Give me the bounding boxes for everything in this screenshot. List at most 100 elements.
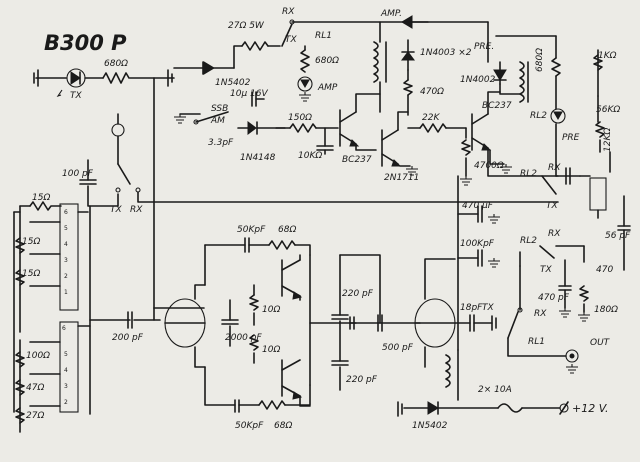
label-27-5w: 27Ω 5W — [228, 21, 265, 31]
svg-text:3: 3 — [64, 257, 68, 264]
label-rl2-mid: RL2 — [530, 111, 547, 121]
pi-coil-left — [164, 284, 206, 368]
label-bc237-b: BC237 — [482, 101, 512, 111]
cap-200pf: 200 pF — [89, 307, 161, 343]
label-1k: 1KΩ — [598, 51, 617, 61]
label-200: 200 pF — [112, 333, 144, 343]
transistor-bc237-b: BC237 4700Ω — [459, 91, 513, 186]
label-am: AM — [210, 116, 225, 126]
svg-text:4: 4 — [64, 367, 68, 374]
label-680-pre: 680Ω — [535, 48, 545, 72]
label-50k-bot: 50KpF — [235, 421, 264, 431]
ssb-am-section: 10μ 16V SSB AM 3.3pF 1N4148 150Ω 10KΩ — [173, 89, 339, 163]
label-680-amp: 680Ω — [315, 56, 339, 66]
label-150: 150Ω — [288, 113, 312, 123]
label-tx-a: TX — [546, 201, 558, 211]
label-rx-a: RX — [548, 163, 561, 173]
svg-text:5: 5 — [64, 225, 68, 232]
label-4700: 4700Ω — [474, 161, 504, 171]
label-out: OUT — [590, 338, 611, 348]
label-68-bot: 68Ω — [274, 421, 292, 431]
label-12k: 12KΩ — [603, 128, 613, 152]
svg-text:6: 6 — [62, 325, 66, 332]
schematic-title: B300 P — [44, 31, 127, 55]
label-22k: 22K — [422, 113, 440, 123]
diode-1n5402-top: 1N5402 — [167, 61, 251, 88]
svg-text:1: 1 — [64, 289, 68, 296]
label-3p3: 3.3pF — [208, 138, 234, 148]
wire-rl2-feed — [487, 149, 559, 177]
label-pre: PRE. — [474, 42, 494, 52]
label-rl1-top: RL1 — [315, 31, 332, 41]
label-470b: 470 — [596, 265, 613, 275]
resistor-27-5w: 27Ω 5W TX — [228, 21, 297, 69]
power-input: 1N5402 2× 10A +12 V. — [397, 385, 608, 431]
label-1n5402-bot: 1N5402 — [412, 421, 448, 431]
label-10b: 10Ω — [262, 345, 280, 355]
input-resistor-ladder: 15Ω 15Ω 15Ω 100Ω 47Ω 27Ω — [13, 193, 62, 433]
label-rx-b: RX — [548, 229, 561, 239]
label-amp: AMP. — [380, 9, 402, 19]
svg-text:5: 5 — [64, 351, 68, 358]
label-100: 100Ω — [26, 351, 50, 361]
input-cap-100pf: 100 pF — [62, 159, 119, 207]
amp-relay-section: AMP. 1N4003 ×2 470Ω — [373, 9, 472, 116]
label-fuse: 2× 10A — [478, 385, 512, 395]
svg-text:2: 2 — [64, 399, 68, 406]
label-amp-led: AMP — [317, 83, 338, 93]
label-1n4148: 1N4148 — [240, 153, 276, 163]
label-470p: 470 pF — [538, 293, 570, 303]
output-stage: 50KpF 68Ω 10Ω 10Ω 2000 pF 50KpF 68Ω — [204, 225, 421, 431]
label-2000: 2000 pF — [225, 333, 262, 343]
label-rx-bottom: RX — [534, 309, 547, 319]
label-100kp: 100KpF — [460, 239, 495, 249]
label-r-led-tx: 680Ω — [104, 59, 128, 69]
label-rx-top: RX — [282, 7, 295, 17]
svg-text:3: 3 — [64, 383, 68, 390]
label-220a: 220 pF — [342, 289, 374, 299]
pre-relay-section: PRE. 1N4002 RL2 680Ω PRE 1KΩ 56KΩ 12KΩ — [460, 21, 620, 153]
label-ssb: SSB — [211, 104, 228, 114]
transistor-2n1711: 2N1711 — [381, 111, 419, 183]
label-1n4002: 1N4002 — [460, 75, 496, 85]
label-10k: 10KΩ — [298, 151, 322, 161]
label-18p: 18pF — [460, 303, 483, 313]
label-220b: 220 pF — [346, 375, 378, 385]
label-1n4003: 1N4003 ×2 — [420, 48, 472, 58]
rotary-switch-a: 6 5 4 3 2 1 — [29, 203, 89, 311]
label-100p-top: 100 pF — [62, 169, 94, 179]
label-56k: 56KΩ — [596, 105, 620, 115]
label-470: 470Ω — [420, 87, 444, 97]
label-bc237-a: BC237 — [342, 155, 372, 165]
label-56p: 56 pF — [605, 231, 631, 241]
label-15a: 15Ω — [32, 193, 50, 203]
label-tx-b: TX — [540, 265, 552, 275]
rl1-top-switch: RX RL1 680Ω AMP — [281, 7, 489, 102]
rl1-bottom-switch: RX RL1 OUT — [507, 265, 611, 374]
label-rl1-bottom: RL1 — [528, 337, 545, 347]
label-2n1711: 2N1711 — [384, 173, 419, 183]
label-tx-tag: TX — [285, 35, 297, 45]
label-15c: 15Ω — [22, 269, 40, 279]
label-10u: 10μ 16V — [230, 89, 268, 99]
tuning-caps: 220 pF 220 pF 500 pF — [331, 254, 414, 391]
label-tx-out: TX — [482, 303, 494, 313]
label-supply: +12 V. — [572, 402, 608, 415]
rl2-switch-b: RL2 RX TX 470 pF 470 180Ω — [519, 229, 618, 322]
label-15b: 15Ω — [22, 237, 40, 247]
label-rl2-b: RL2 — [520, 236, 537, 246]
supply-decoupling: 470 μF 100KpF — [445, 175, 501, 401]
label-50k-top: 50KpF — [237, 225, 266, 235]
label-1n5402-top: 1N5402 — [215, 78, 251, 88]
label-500: 500 pF — [382, 343, 414, 353]
transistor-bc237-a: BC237 — [339, 93, 381, 165]
svg-text:2: 2 — [64, 273, 68, 280]
pi-coil-right: 18pF TX — [414, 258, 497, 368]
label-27: 27Ω — [26, 411, 44, 421]
label-pre-led: PRE — [562, 133, 580, 143]
rotary-switch-b: 6 5 4 3 2 — [29, 205, 91, 415]
label-tx-sw: TX — [110, 205, 122, 215]
label-10a: 10Ω — [262, 305, 280, 315]
resistor-22k: 22K — [407, 113, 467, 133]
